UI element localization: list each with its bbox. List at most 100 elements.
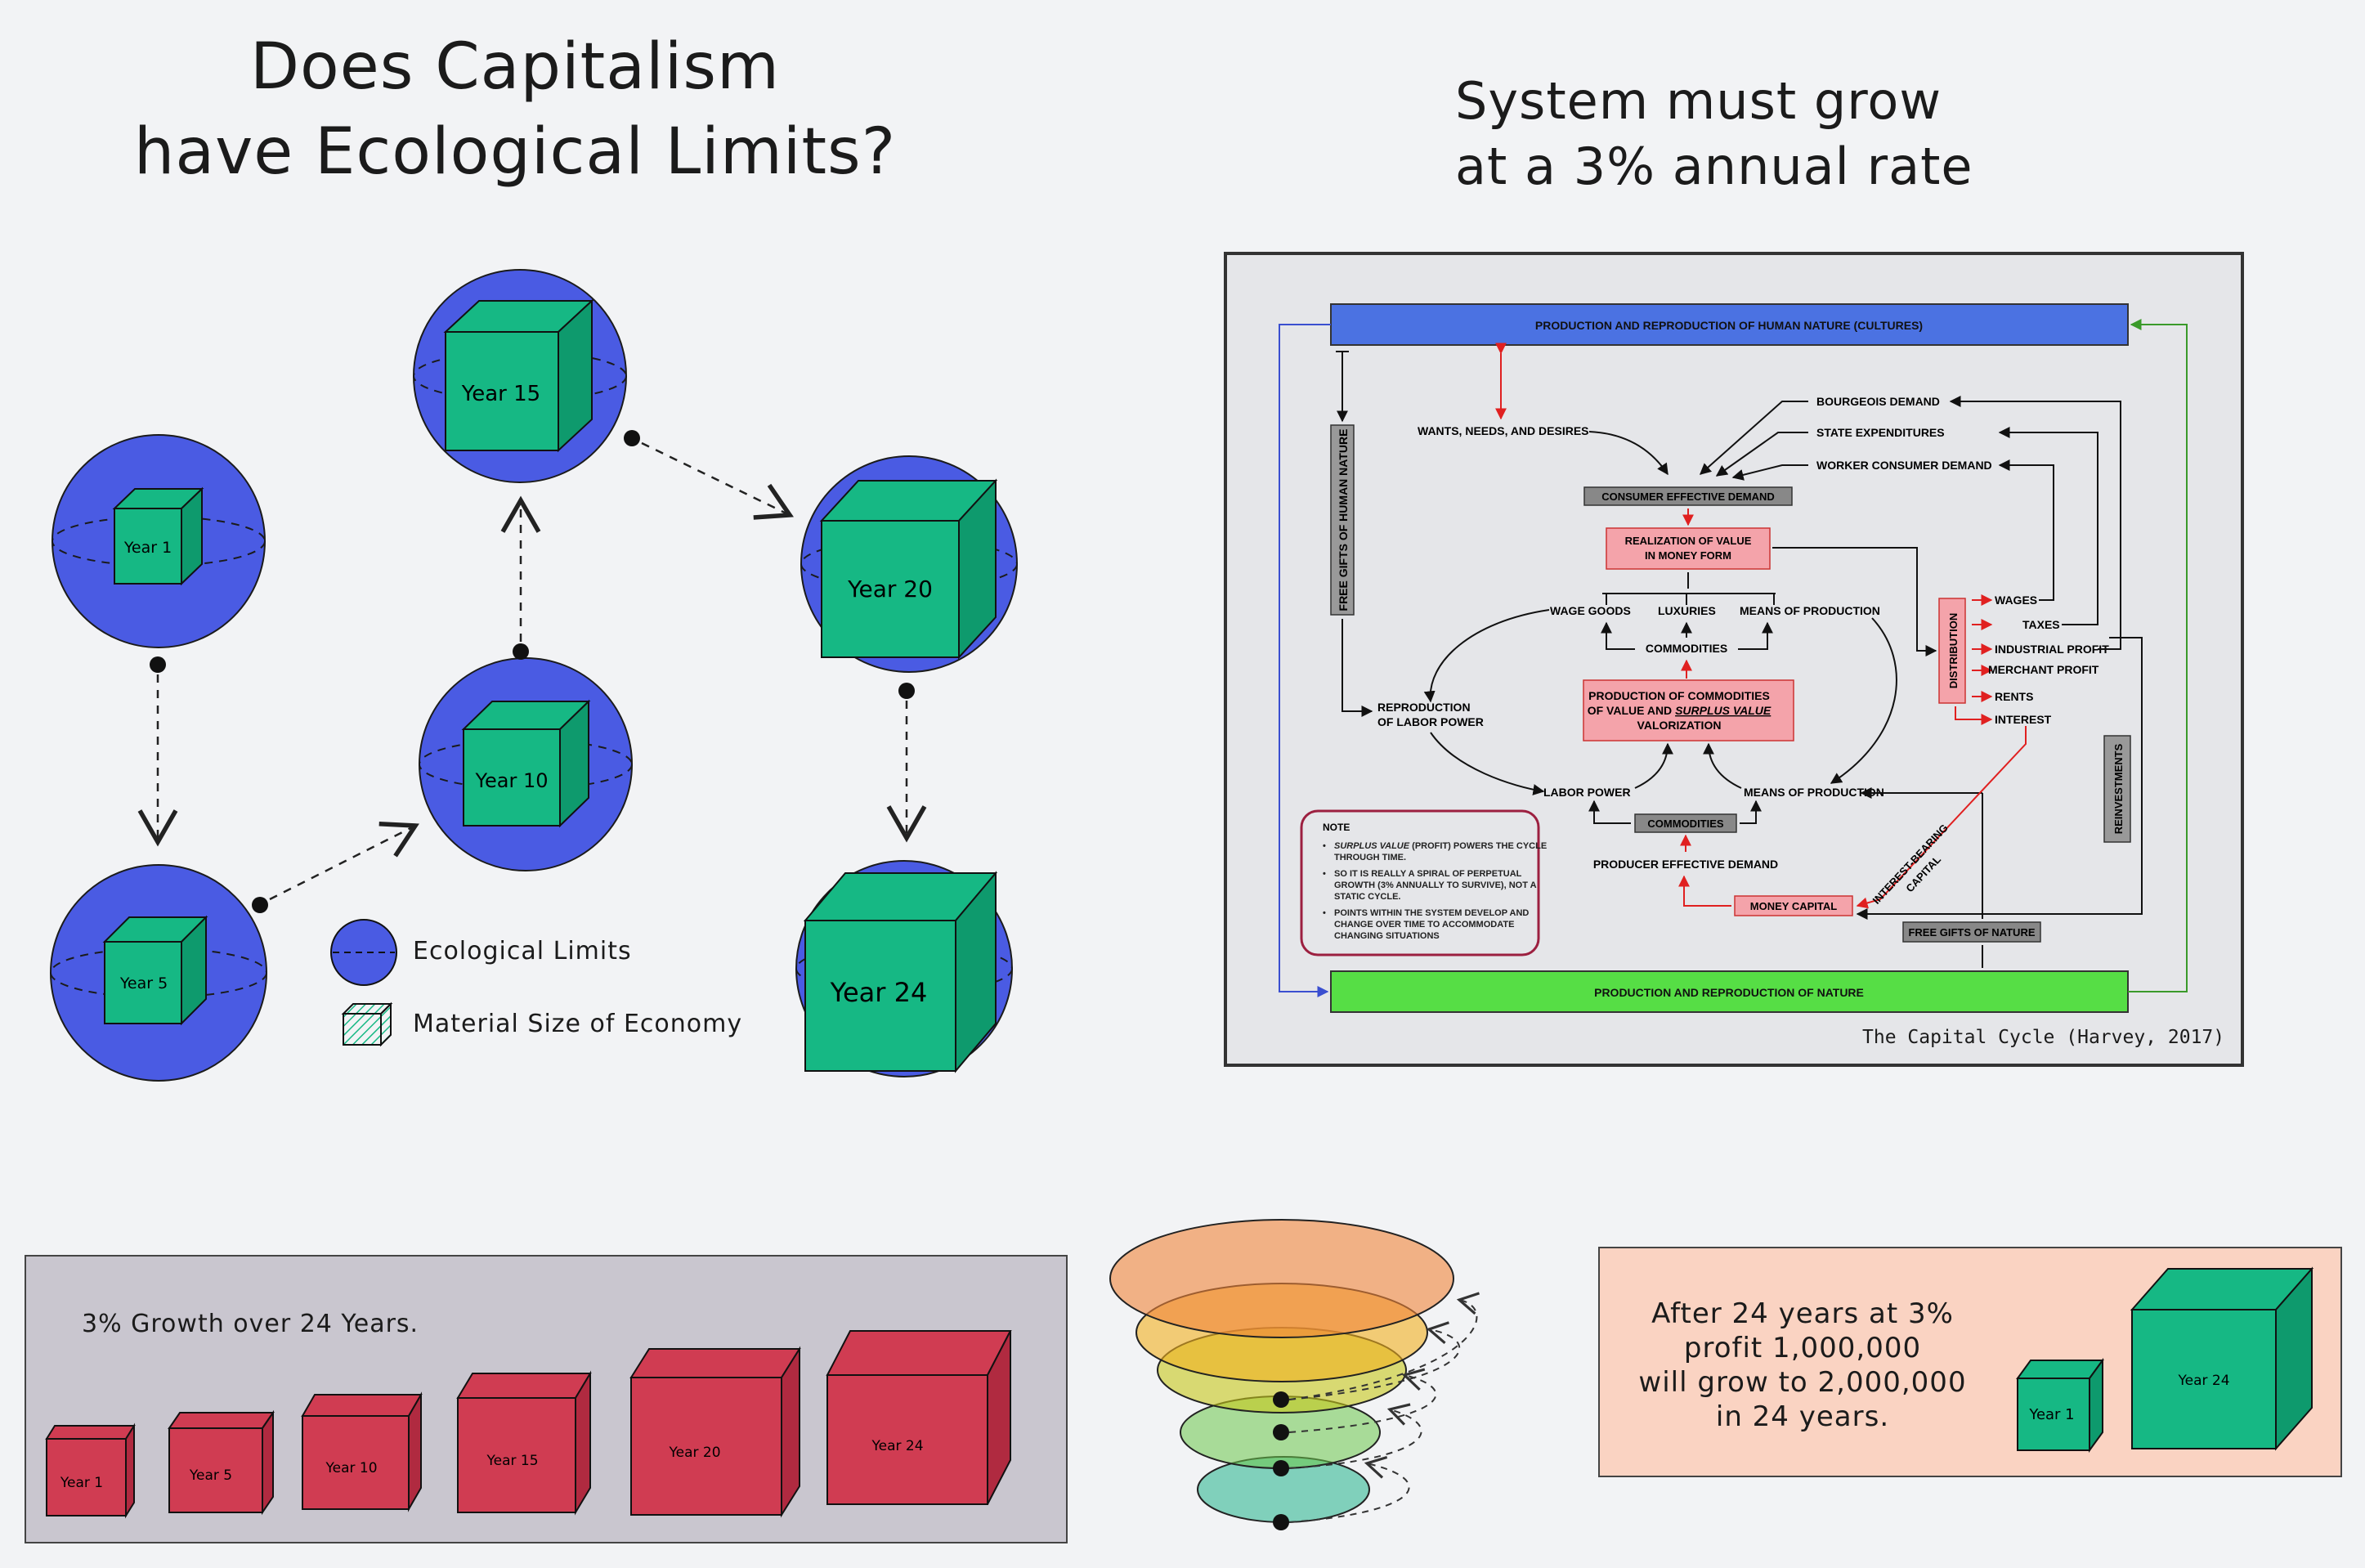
rents-label: RENTS bbox=[1995, 690, 2033, 703]
growth-cube-year-15: Year 15 bbox=[456, 1370, 592, 1516]
growth-cube-label: Year 5 bbox=[189, 1467, 232, 1484]
sphere-year-15: Year 15 bbox=[413, 269, 627, 483]
commodities-bottom-label: COMMODITIES bbox=[1647, 818, 1723, 830]
means-bottom-label: MEANS OF PRODUCTION bbox=[1744, 786, 1884, 799]
luxuries-label: LUXURIES bbox=[1658, 604, 1716, 617]
reproduction-label-1: REPRODUCTION bbox=[1377, 701, 1471, 714]
result-cubes: Year 1 Year 24 bbox=[2016, 1266, 2314, 1454]
growth-cube-year-24: Year 24 bbox=[826, 1330, 1012, 1505]
growth-cube-year-5: Year 5 bbox=[168, 1409, 275, 1516]
free-gifts-nature-box bbox=[1902, 921, 2041, 943]
production-label-3: VALORIZATION bbox=[1637, 719, 1722, 732]
realization-label-2: IN MONEY FORM bbox=[1645, 549, 1731, 562]
wage-goods-label: WAGE GOODS bbox=[1550, 604, 1631, 617]
worker-label: WORKER CONSUMER DEMAND bbox=[1816, 459, 1992, 472]
consumer-demand-box bbox=[1583, 486, 1793, 506]
sphere-year-20: Year 20 bbox=[800, 455, 1018, 673]
result-cube-label: Year 1 bbox=[2028, 1406, 2074, 1423]
nature-bar bbox=[1330, 970, 2129, 1013]
growth-cube-label: Year 20 bbox=[668, 1445, 720, 1461]
svg-text:•: • bbox=[1323, 841, 1326, 851]
consumer-demand-label: CONSUMER EFFECTIVE DEMAND bbox=[1601, 491, 1775, 503]
sphere-year-1: Year 1 bbox=[52, 434, 266, 648]
reinvestments-label: REINVESTMENTS bbox=[2112, 743, 2125, 834]
note-3-line-2: CHANGE OVER TIME TO ACCOMMODATE bbox=[1334, 920, 1514, 930]
human-nature-bar-label: PRODUCTION AND REPRODUCTION OF HUMAN NAT… bbox=[1535, 319, 1923, 332]
growth-cube-year-1: Year 1 bbox=[45, 1422, 136, 1519]
sphere-label: Year 20 bbox=[847, 576, 933, 603]
production-label-1: PRODUCTION OF COMMODITIES bbox=[1588, 689, 1770, 702]
sphere-year-10: Year 10 bbox=[419, 657, 633, 871]
sphere-label: Year 1 bbox=[123, 539, 172, 557]
capital-cycle-caption: The Capital Cycle (Harvey, 2017) bbox=[1862, 1027, 2225, 1048]
sphere-label: Year 10 bbox=[475, 769, 549, 792]
producer-demand-label: PRODUCER EFFECTIVE DEMAND bbox=[1593, 858, 1778, 871]
svg-text:•: • bbox=[1323, 869, 1326, 879]
growth-cube-year-10: Year 10 bbox=[301, 1391, 423, 1512]
result-line-1: After 24 years at 3% bbox=[1651, 1297, 1954, 1330]
note-2-line-1: SO IT IS REALLY A SPIRAL OF PERPETUAL bbox=[1334, 869, 1522, 879]
result-line-4: in 24 years. bbox=[1715, 1400, 1890, 1433]
sphere-label: Year 5 bbox=[119, 974, 168, 992]
result-cube-year-1: Year 1 bbox=[2016, 1357, 2104, 1454]
ecological-limits-legend-icon bbox=[330, 919, 397, 986]
industrial-profit-label: INDUSTRIAL PROFIT bbox=[1995, 643, 2109, 656]
result-cube-year-24: Year 24 bbox=[2130, 1266, 2314, 1451]
production-label-2: OF VALUE AND SURPLUS VALUE bbox=[1588, 704, 1772, 717]
growth-spiral bbox=[1109, 1219, 1480, 1530]
capital-cycle-diagram: PRODUCTION AND REPRODUCTION OF HUMAN NAT… bbox=[1279, 303, 2188, 1013]
sphere-label: Year 15 bbox=[461, 382, 540, 406]
result-text: After 24 years at 3% profit 1,000,000 wi… bbox=[1623, 1297, 1982, 1434]
capital-cycle-frame bbox=[1224, 252, 2244, 1067]
reproduction-label-2: OF LABOR POWER bbox=[1377, 715, 1484, 728]
production-box bbox=[1583, 679, 1794, 741]
interest-label: INTEREST bbox=[1995, 713, 2052, 726]
economy-legend-icon bbox=[341, 1001, 393, 1047]
note-3-line-3: CHANGING SITUATIONS bbox=[1334, 931, 1440, 941]
wages-label: WAGES bbox=[1995, 594, 2037, 607]
commodities-bottom-box bbox=[1634, 813, 1737, 833]
growth-cube-label: Year 1 bbox=[60, 1475, 103, 1491]
realization-label-1: REALIZATION OF VALUE bbox=[1625, 535, 1752, 547]
page-title: Does Capitalism have Ecological Limits? bbox=[74, 25, 956, 195]
result-cube-label: Year 24 bbox=[2177, 1373, 2229, 1389]
reinvestments-box bbox=[2103, 735, 2131, 843]
subtitle-line-2: at a 3% annual rate bbox=[1455, 137, 1973, 196]
note-title: NOTE bbox=[1323, 822, 1350, 833]
free-gifts-nature-label: FREE GIFTS OF NATURE bbox=[1908, 926, 2035, 939]
state-label: STATE EXPENDITURES bbox=[1816, 426, 1945, 439]
distribution-label: DISTRIBUTION bbox=[1947, 613, 1960, 688]
human-nature-bar bbox=[1330, 303, 2129, 346]
title-line-2: have Ecological Limits? bbox=[133, 115, 897, 189]
commodities-mid-label: COMMODITIES bbox=[1646, 642, 1727, 655]
growth-cube-label: Year 15 bbox=[486, 1453, 538, 1469]
growth-cubes: Year 1 Year 5 Year 10 Year 15 Year 20 bbox=[45, 1330, 1012, 1519]
growth-panel-title: 3% Growth over 24 Years. bbox=[82, 1310, 419, 1338]
distribution-box bbox=[1938, 598, 1966, 704]
realization-box bbox=[1606, 527, 1771, 570]
subtitle-line-1: System must grow bbox=[1455, 71, 1942, 131]
taxes-label: TAXES bbox=[2022, 618, 2060, 631]
result-line-2: profit 1,000,000 bbox=[1683, 1332, 1922, 1364]
growth-cube-label: Year 10 bbox=[325, 1460, 377, 1476]
labor-power-label: LABOR POWER bbox=[1543, 786, 1631, 799]
money-capital-label: MONEY CAPITAL bbox=[1750, 900, 1837, 912]
sphere-label: Year 24 bbox=[830, 977, 928, 1008]
svg-text:•: • bbox=[1323, 908, 1326, 918]
growth-cube-year-20: Year 20 bbox=[629, 1346, 801, 1518]
wants-label: WANTS, NEEDS, AND DESIRES bbox=[1418, 424, 1589, 437]
means-top-label: MEANS OF PRODUCTION bbox=[1740, 604, 1880, 617]
free-gifts-human-label: FREE GIFTS OF HUMAN NATURE bbox=[1337, 429, 1350, 612]
growth-cube-label: Year 24 bbox=[871, 1438, 923, 1454]
note-1-line-2: THROUGH TIME. bbox=[1334, 853, 1406, 862]
legend-ecological-limits: Ecological Limits bbox=[413, 937, 632, 965]
legend bbox=[330, 919, 397, 1047]
bourgeois-label: BOURGEOIS DEMAND bbox=[1816, 395, 1940, 408]
title-line-1: Does Capitalism bbox=[250, 30, 780, 104]
legend-material-size: Material Size of Economy bbox=[413, 1010, 743, 1038]
sphere-year-5: Year 5 bbox=[50, 864, 267, 1082]
subtitle: System must grow at a 3% annual rate bbox=[1455, 69, 2109, 199]
growth-path-arrows bbox=[137, 430, 927, 913]
nature-bar-label: PRODUCTION AND REPRODUCTION OF NATURE bbox=[1594, 986, 1864, 999]
